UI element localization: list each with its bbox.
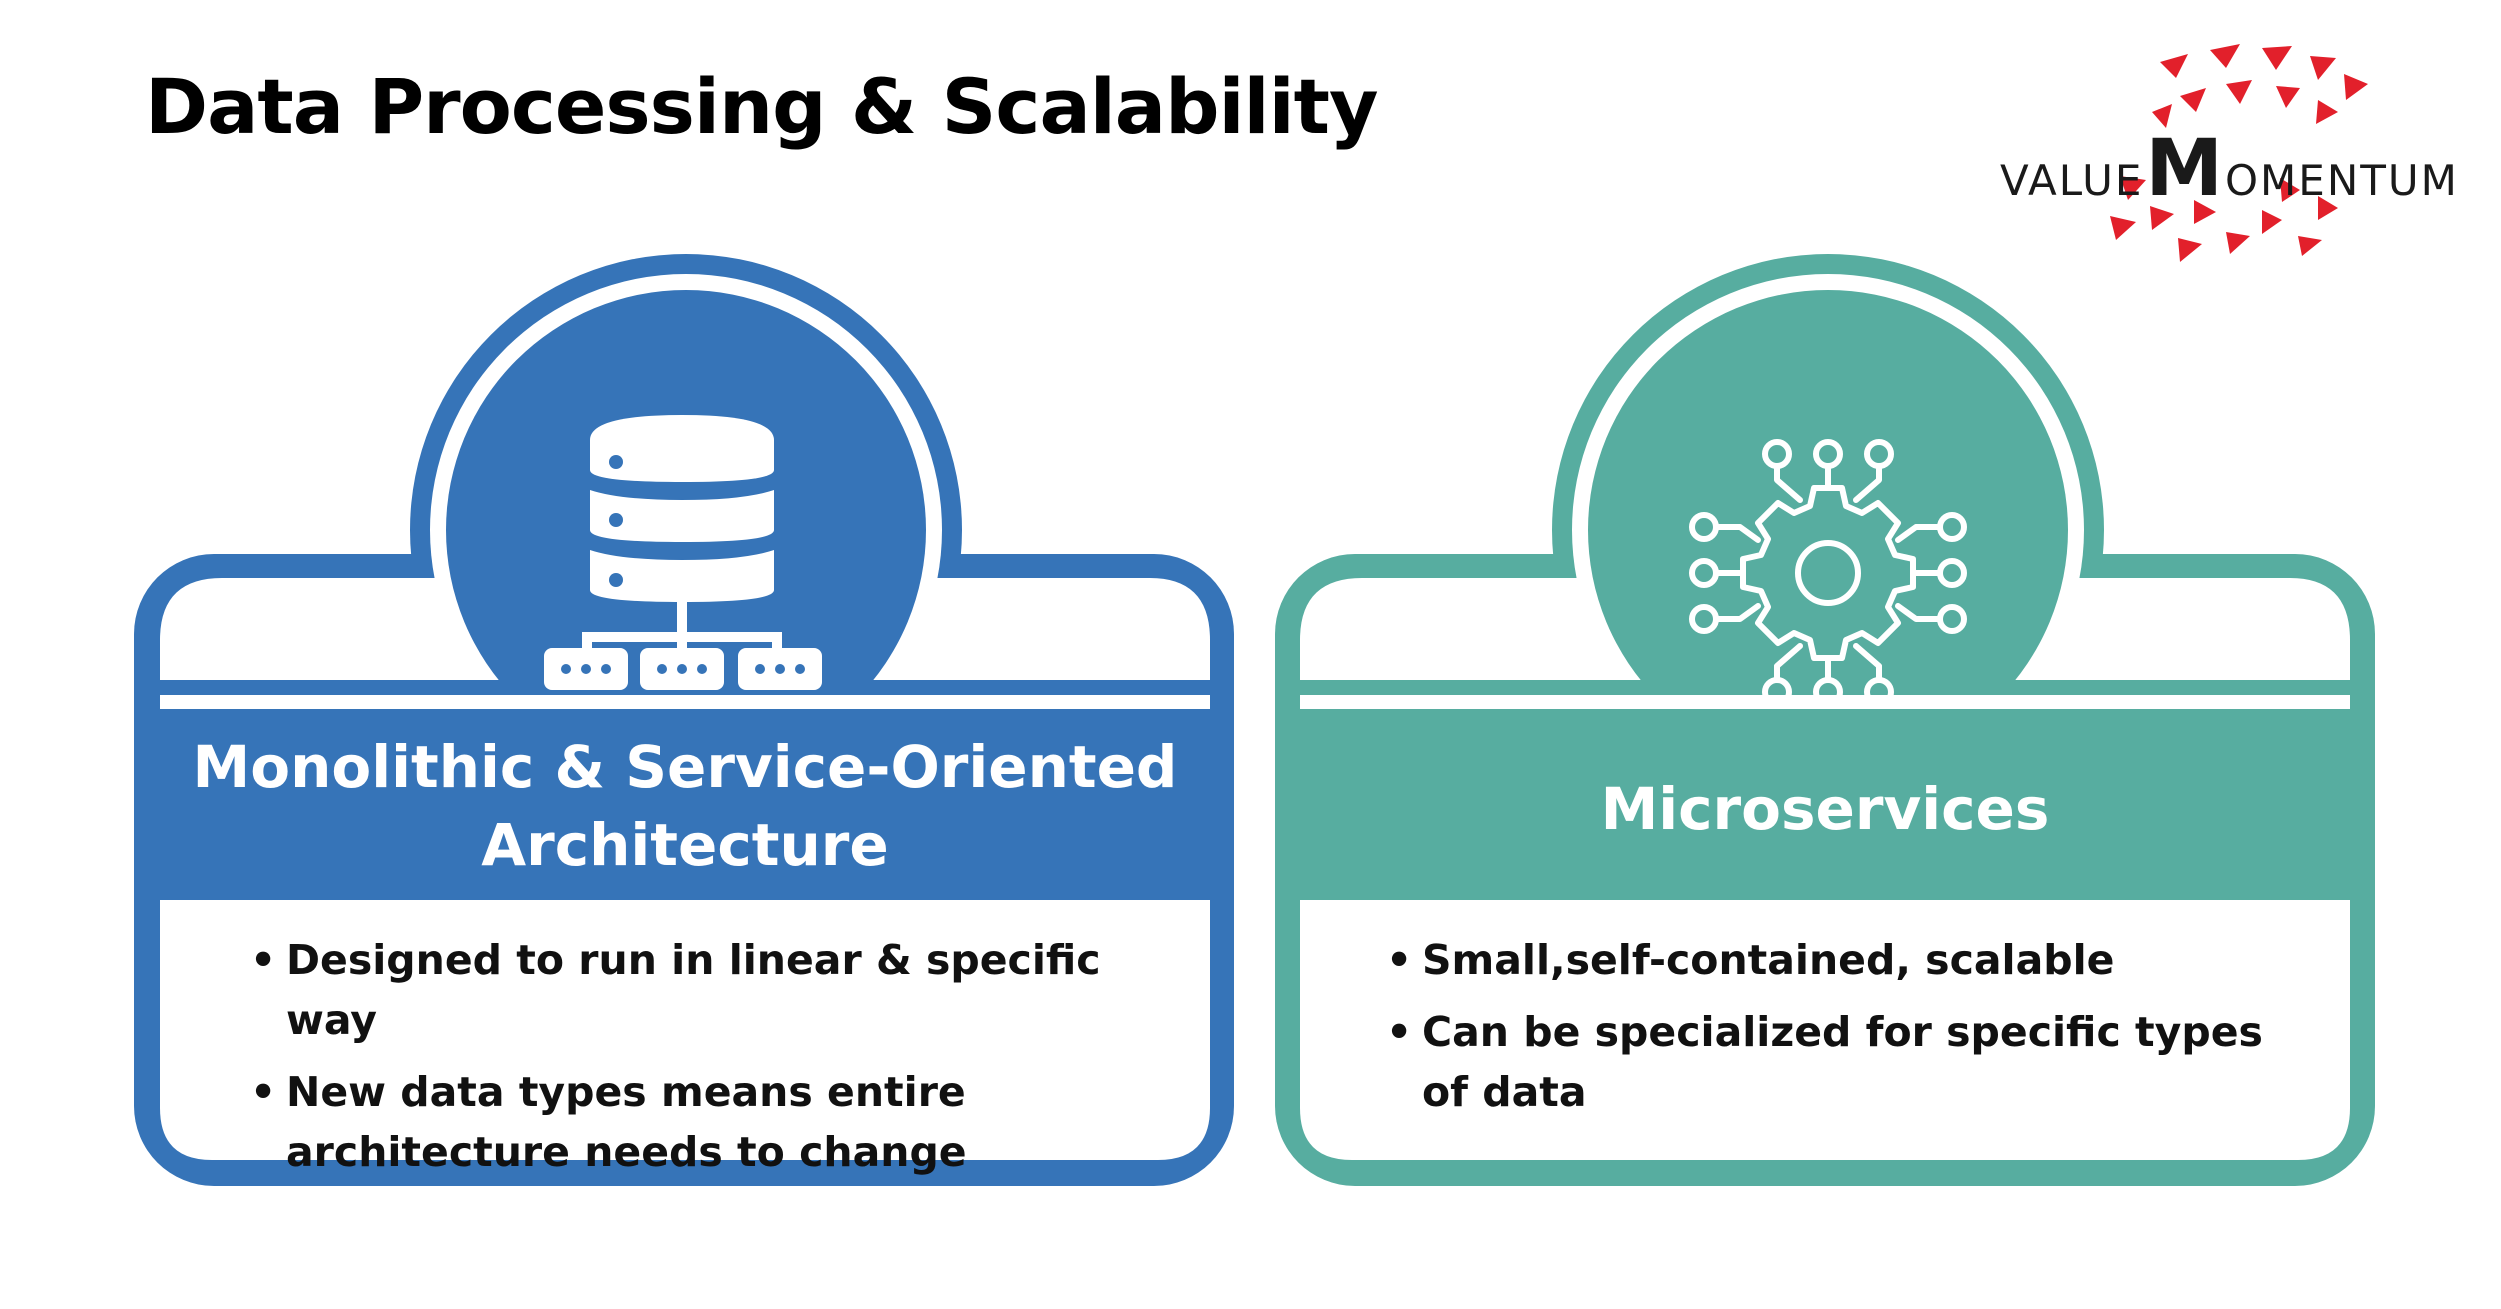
logo-text-value: VALUE [2000, 156, 2144, 205]
card-left-heading-line2: Architecture [481, 811, 889, 880]
card-left-heading-band-cover [420, 709, 950, 900]
card-right-heading: Microservices [1300, 770, 2350, 848]
card-left-heading-line1: Monolithic & Service-Oriented [192, 733, 1178, 801]
gear-network-icon [1689, 439, 1967, 707]
card-left-divider [160, 695, 1210, 709]
page-title: Data Processing & Scalability [145, 62, 1378, 151]
logo-text-m: M [2145, 124, 2223, 214]
logo-wordmark: VALUE M OMENTUM [2000, 130, 2459, 208]
list-item: New data types means entire architecture… [250, 1062, 1150, 1182]
company-logo: VALUE M OMENTUM [1990, 40, 2470, 280]
card-right-badge-inner [1588, 290, 2068, 770]
list-item: Designed to run in linear & specific way [250, 930, 1150, 1050]
database-server-icon [544, 415, 822, 690]
card-left-bullet-list: Designed to run in linear & specific way… [250, 930, 1150, 1194]
card-left-heading: Monolithic & Service-Oriented Architectu… [160, 728, 1210, 885]
logo-text-omentum: OMENTUM [2225, 156, 2459, 205]
list-item: Can be specialized for specific types of… [1386, 1002, 2286, 1122]
logo-swirl-graphic [2110, 44, 2368, 262]
card-right-heading-band-cover [1562, 709, 2092, 900]
card-right-bullet-list: Small,self-contained, scalable Can be sp… [1386, 930, 2286, 1134]
list-item: Small,self-contained, scalable [1386, 930, 2286, 990]
card-right-heading-line1: Microservices [1600, 775, 2050, 843]
